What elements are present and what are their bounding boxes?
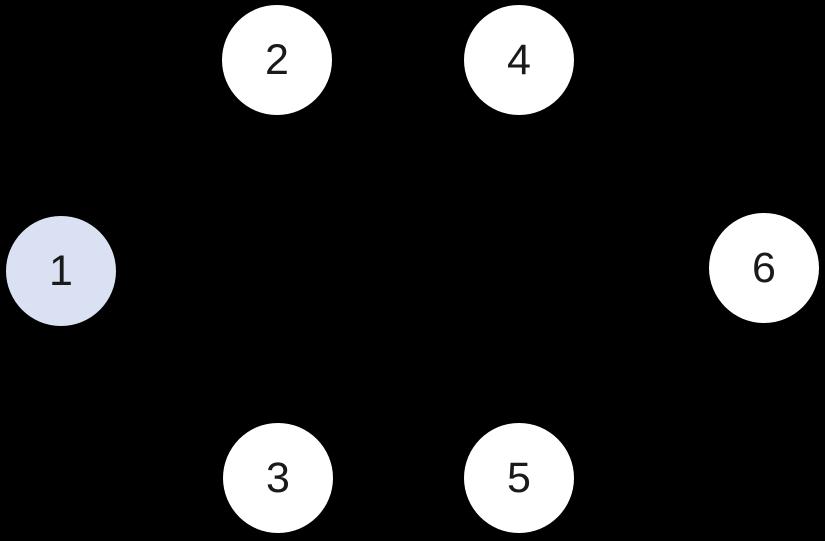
node-label: 6 — [752, 243, 776, 292]
node-label: 3 — [266, 453, 290, 502]
graph-node-6: 6 — [709, 213, 819, 323]
graph-node-5: 5 — [464, 423, 574, 533]
node-label: 2 — [265, 35, 289, 84]
node-label: 5 — [507, 453, 531, 502]
graph-node-4: 4 — [464, 5, 574, 115]
graph-node-2: 2 — [222, 5, 332, 115]
node-label: 4 — [507, 35, 531, 84]
graph-node-3: 3 — [223, 423, 333, 533]
graph-node-1: 1 — [6, 216, 116, 326]
node-label: 1 — [49, 246, 73, 295]
